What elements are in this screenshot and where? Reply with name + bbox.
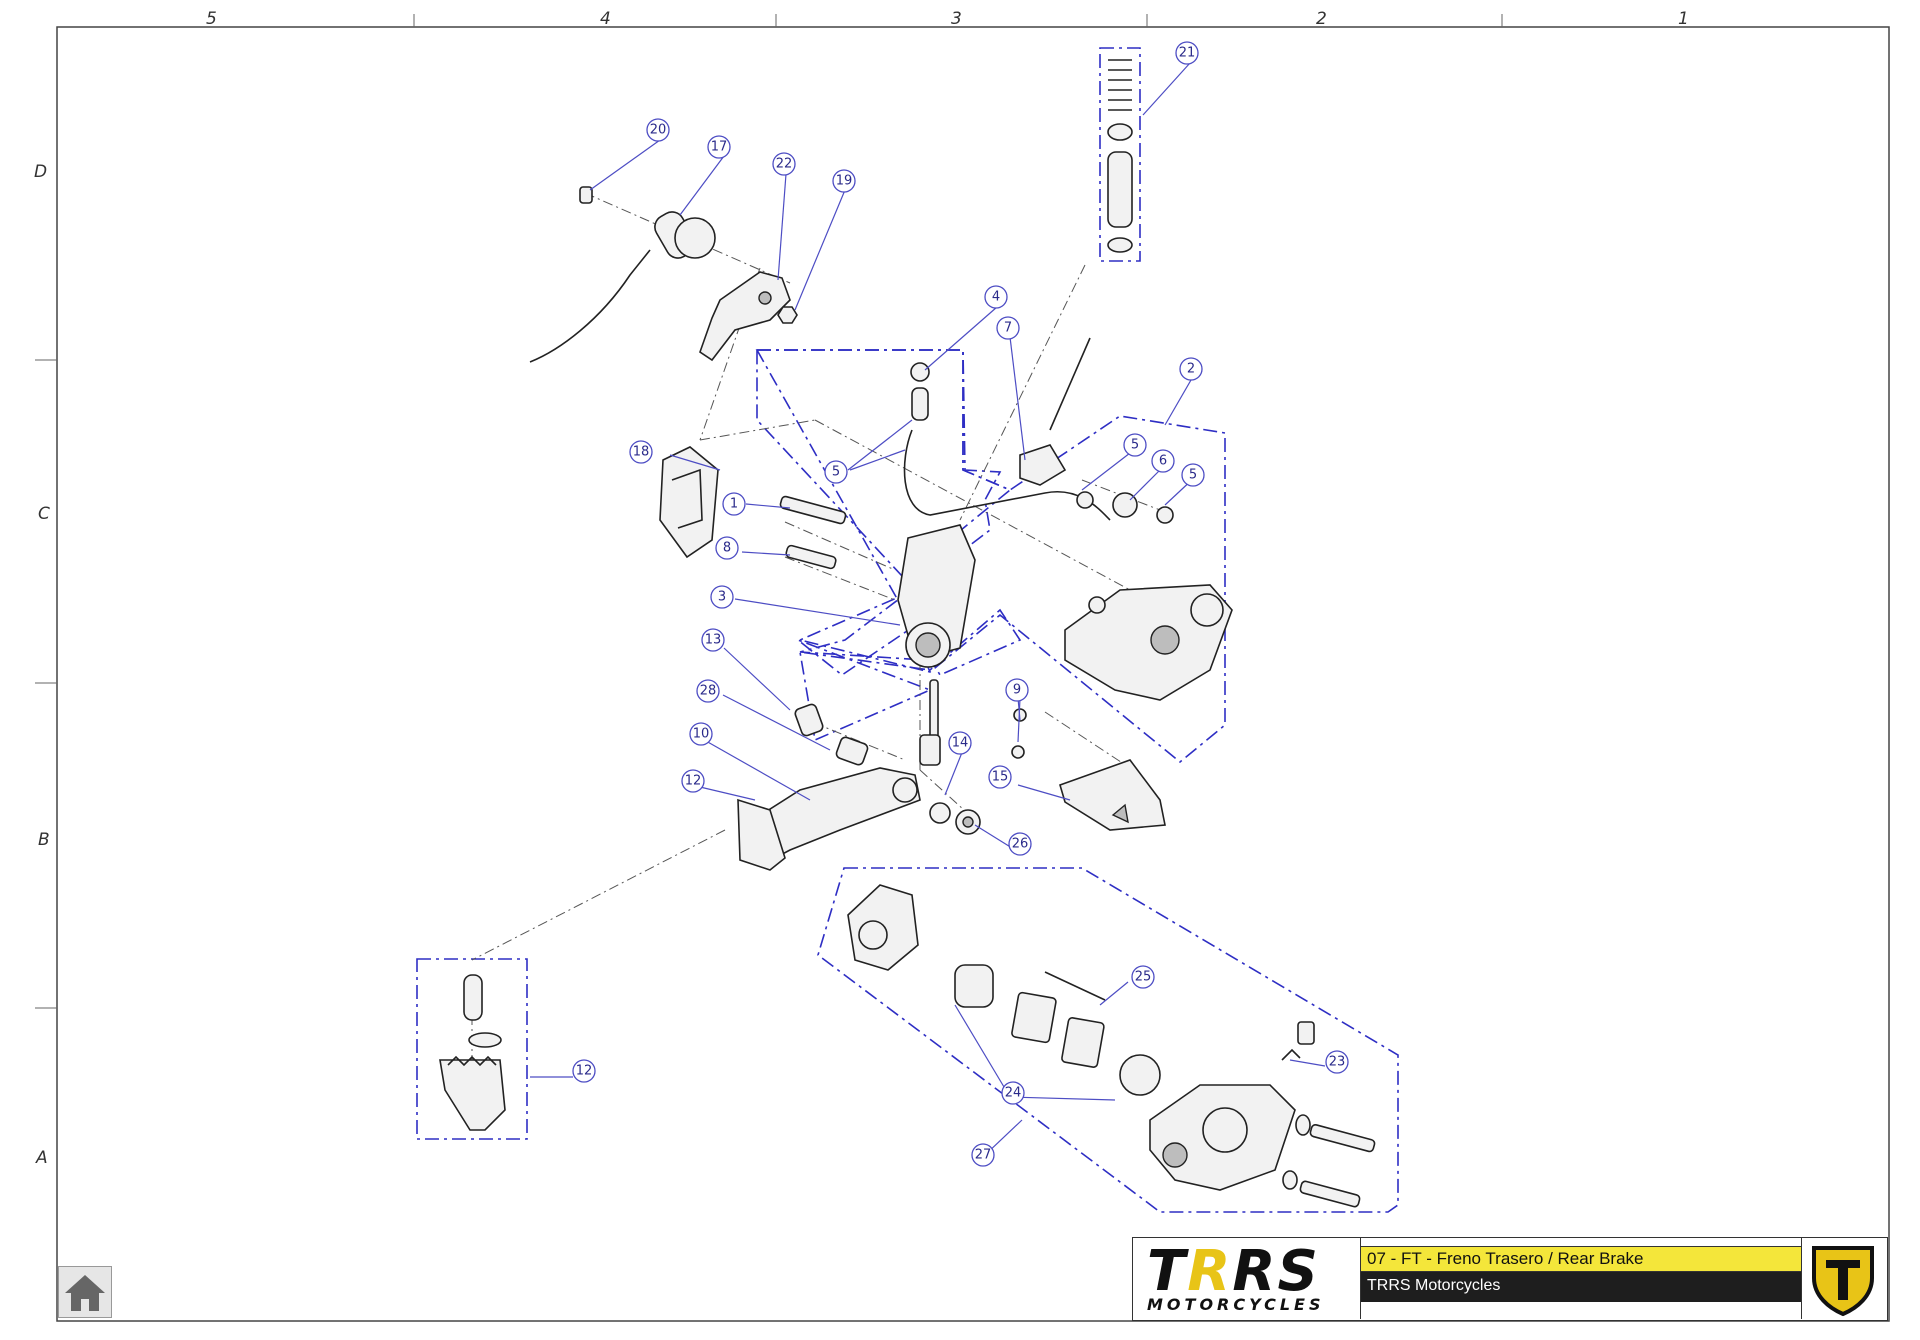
callout-number: 23	[1329, 1055, 1346, 1070]
callout-number: 1	[730, 497, 738, 512]
callout-5-b: 5	[1123, 433, 1147, 457]
callout-number: 17	[711, 140, 728, 155]
callout-number: 24	[1005, 1086, 1022, 1101]
row-label-c: C	[38, 504, 50, 524]
callout-5-a: 5	[824, 460, 848, 484]
reservoir	[1019, 337, 1091, 486]
brand-logo: TRRS MOTORCYCLES	[1133, 1238, 1361, 1319]
callout-19: 19	[832, 169, 856, 193]
caliper-group-outline	[817, 867, 1399, 1213]
callout-1: 1	[722, 492, 746, 516]
callout-26: 26	[1008, 832, 1032, 856]
callout-number: 21	[1179, 46, 1196, 61]
callout-number: 12	[685, 774, 702, 789]
assembly-center-lines	[471, 192, 1161, 1060]
title-block: TRRS MOTORCYCLES 07 - FT - Freno Trasero…	[1132, 1237, 1888, 1321]
callout-24-a: 24	[1001, 1081, 1025, 1105]
home-button[interactable]	[58, 1266, 112, 1318]
callout-number: 5	[832, 465, 840, 480]
callout-20: 20	[646, 118, 670, 142]
callout-number: 27	[975, 1148, 992, 1163]
callout-5-c: 5	[1181, 463, 1205, 487]
callout-8: 8	[715, 536, 739, 560]
callout-12-a: 12	[681, 769, 705, 793]
callout-18: 18	[629, 440, 653, 464]
callout-12-b: 12	[572, 1059, 596, 1083]
callout-number: 9	[1013, 683, 1021, 698]
row-label-d: D	[34, 162, 47, 182]
reservoir-cover	[659, 446, 719, 559]
callout-27: 27	[971, 1143, 995, 1167]
drawing-title: 07 - FT - Freno Trasero / Rear Brake	[1361, 1246, 1801, 1272]
shield-graphic	[1812, 1246, 1874, 1317]
trrs-shield-icon	[1801, 1238, 1886, 1319]
master-cylinder	[779, 495, 976, 766]
home-icon	[65, 1275, 105, 1311]
drawing-frame	[56, 26, 1890, 1322]
callout-number: 7	[1004, 321, 1012, 336]
brake-hose	[903, 362, 1174, 524]
column-ticks	[35, 14, 1503, 1009]
callout-number: 10	[693, 727, 710, 742]
callout-4: 4	[984, 285, 1008, 309]
rear-caliper-lower	[847, 884, 1376, 1208]
callout-22: 22	[772, 152, 796, 176]
column-label-3: 3	[951, 9, 962, 29]
callout-28: 28	[696, 679, 720, 703]
callout-number: 6	[1159, 454, 1167, 469]
callout-2: 2	[1179, 357, 1203, 381]
callout-number: 5	[1189, 468, 1197, 483]
callout-number: 3	[718, 590, 726, 605]
callout-number: 25	[1135, 970, 1152, 985]
callout-9: 9	[1005, 678, 1029, 702]
drawing-subtitle: TRRS Motorcycles	[1361, 1272, 1801, 1302]
callout-number: 4	[992, 290, 1000, 305]
row-label-a: A	[35, 1148, 48, 1168]
callout-17: 17	[707, 135, 731, 159]
piston-kit	[1107, 59, 1133, 253]
callout-number: 13	[705, 633, 722, 648]
column-label-1: 1	[1678, 9, 1689, 29]
reservoir-group-outline	[756, 349, 1226, 764]
footpeg-assembly	[439, 974, 506, 1131]
callout-7: 7	[996, 316, 1020, 340]
callout-number: 2	[1187, 362, 1195, 377]
brake-light-switch-assembly	[529, 186, 798, 363]
callout-leaders	[530, 62, 1326, 1156]
callout-number: 26	[1012, 837, 1029, 852]
callout-6: 6	[1151, 449, 1175, 473]
rear-caliper-upper	[1064, 584, 1233, 701]
callout-13: 13	[701, 628, 725, 652]
callout-number: 12	[576, 1064, 593, 1079]
callout-number: 19	[836, 174, 853, 189]
callout-number: 28	[700, 684, 717, 699]
master-cylinder-group-outline	[755, 349, 1022, 742]
column-label-5: 5	[206, 9, 217, 29]
callout-21: 21	[1175, 41, 1199, 65]
column-label-4: 4	[600, 9, 611, 29]
callout-25: 25	[1131, 965, 1155, 989]
column-label-2: 2	[1316, 9, 1327, 29]
brake-pedal-assembly	[737, 703, 1166, 871]
callout-number: 18	[633, 445, 650, 460]
logo-subtext: MOTORCYCLES	[1147, 1295, 1325, 1314]
callout-number: 22	[776, 157, 793, 172]
callout-15: 15	[988, 765, 1012, 789]
piston-kit-outline	[1099, 47, 1141, 262]
logo-wordmark: TRRS	[1147, 1239, 1320, 1304]
callout-number: 8	[723, 541, 731, 556]
callout-23: 23	[1325, 1050, 1349, 1074]
callout-number: 14	[952, 736, 969, 751]
callout-number: 15	[992, 770, 1009, 785]
callout-10: 10	[689, 722, 713, 746]
callout-3: 3	[710, 585, 734, 609]
callout-number: 5	[1131, 438, 1139, 453]
callout-number: 20	[650, 123, 667, 138]
footpeg-group-outline	[416, 958, 528, 1140]
callout-14: 14	[948, 731, 972, 755]
row-label-b: B	[38, 830, 50, 850]
